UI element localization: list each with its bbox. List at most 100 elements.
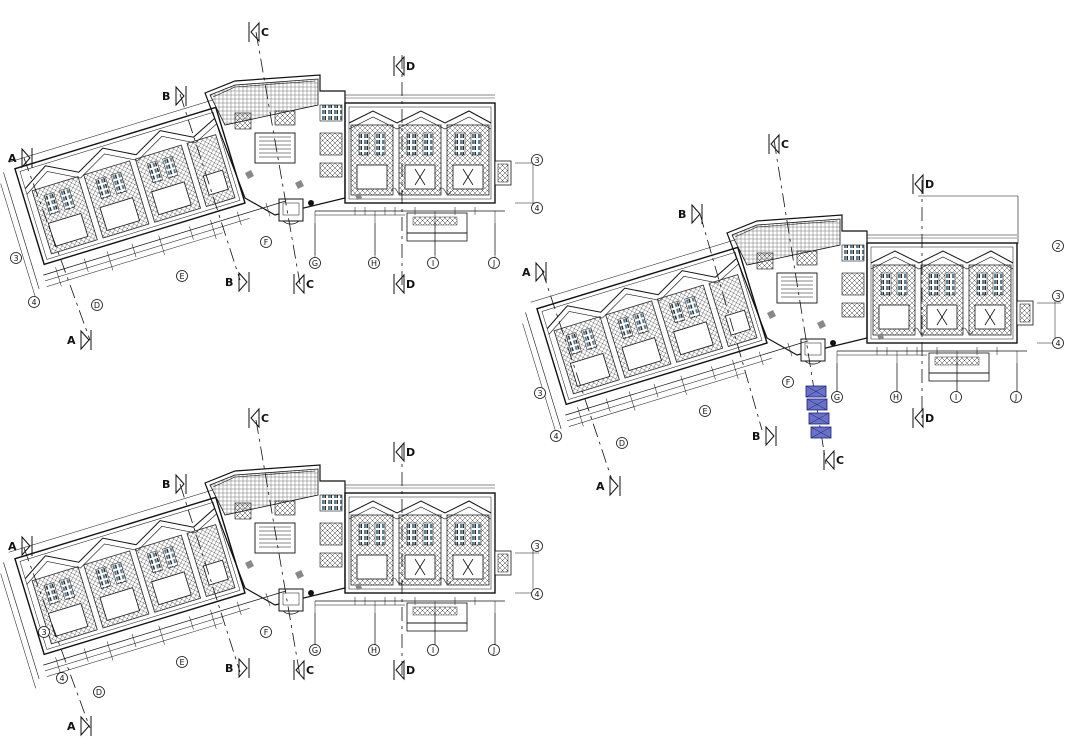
grid-bubble-label: 4: [1055, 339, 1060, 348]
section-mark-b: B: [678, 203, 703, 225]
section-mark-d: D: [912, 173, 934, 195]
section-mark-b: B: [225, 271, 250, 293]
grid-bubble-d: D: [616, 437, 628, 449]
section-mark-d: D: [393, 659, 415, 681]
section-mark-a: A: [596, 475, 621, 497]
section-mark-label: C: [836, 454, 844, 467]
section-mark-label: A: [8, 152, 17, 165]
grid-bubble-f: F: [260, 236, 272, 248]
section-mark-label: C: [781, 138, 789, 151]
section-mark-label: A: [596, 480, 605, 493]
grid-bubble-label: 3: [534, 542, 539, 551]
grid-bubble-n3: 3: [10, 252, 22, 264]
grid-bubble-label: E: [179, 272, 184, 281]
grid-bubble-label: I: [955, 393, 957, 402]
section-mark-label: D: [406, 446, 415, 459]
grid-bubble-label: F: [264, 628, 269, 637]
grid-bubble-n3: 3: [1052, 290, 1064, 302]
grid-bubble-label: G: [834, 393, 840, 402]
grid-bubble-label: 3: [537, 389, 542, 398]
section-mark-label: B: [225, 662, 233, 675]
section-mark-a: A: [67, 329, 92, 351]
grid-bubble-label: 4: [31, 298, 36, 307]
section-mark-c: C: [823, 449, 844, 471]
grid-bubble-label: 4: [534, 204, 539, 213]
section-mark-c: C: [768, 133, 789, 155]
plan-bottom-left: [0, 419, 540, 729]
grid-bubble-label: 4: [553, 432, 558, 441]
grid-bubble-j: J: [1010, 391, 1022, 403]
section-mark-b: B: [162, 85, 187, 107]
section-mark-label: A: [67, 334, 76, 347]
grid-bubble-label: 4: [534, 590, 539, 599]
grid-bubble-e: E: [176, 270, 188, 282]
section-marks: C B A D B C D A C B A D B C D A C B A D B C D A: [8, 21, 934, 737]
grid-bubble-label: 3: [1055, 292, 1060, 301]
section-mark-label: B: [225, 276, 233, 289]
section-mark-b: B: [162, 473, 187, 495]
section-mark-label: C: [306, 664, 314, 677]
section-mark-label: D: [925, 178, 934, 191]
grid-bubble-label: D: [94, 301, 100, 310]
grid-bubble-label: 3: [534, 156, 539, 165]
section-mark-label: A: [67, 720, 76, 733]
grid-bubble-label: F: [786, 378, 791, 387]
section-mark-label: D: [925, 412, 934, 425]
grid-bubble-label: J: [492, 259, 495, 268]
section-mark-label: B: [162, 478, 170, 491]
grid-bubble-label: 3: [13, 254, 18, 263]
grid-bubble-label: H: [371, 646, 377, 655]
grid-bubble-label: E: [702, 407, 707, 416]
grid-bubble-e: E: [699, 405, 711, 417]
section-mark-a: A: [67, 715, 92, 737]
section-mark-c: C: [293, 659, 314, 681]
highlighted-tiles: [805, 385, 832, 439]
grid-bubble-h: H: [368, 644, 380, 656]
grid-bubble-n4: 4: [550, 430, 562, 442]
grid-bubble-n3: 3: [38, 626, 50, 638]
grid-bubble-g: G: [309, 257, 321, 269]
section-mark-label: B: [752, 430, 760, 443]
grid-bubble-n2: 2: [1052, 240, 1064, 252]
grid-bubble-f: F: [260, 626, 272, 638]
section-mark-label: D: [406, 60, 415, 73]
section-mark-c: C: [293, 273, 314, 295]
grid-bubble-n3: 3: [531, 154, 543, 166]
grid-bubble-i: I: [950, 391, 962, 403]
grid-bubble-label: I: [432, 259, 434, 268]
section-mark-d: D: [393, 55, 415, 77]
grid-bubble-n4: 4: [1052, 337, 1064, 349]
grid-bubble-i: I: [427, 257, 439, 269]
grid-bubble-j: J: [488, 257, 500, 269]
section-mark-label: D: [406, 664, 415, 677]
section-mark-c: C: [248, 21, 269, 43]
grid-bubble-label: D: [619, 439, 625, 448]
grid-bubble-g: G: [831, 391, 843, 403]
grid-bubble-label: J: [492, 646, 495, 655]
grid-bubble-label: J: [1014, 393, 1017, 402]
grid-bubble-label: F: [264, 238, 269, 247]
grid-bubble-label: G: [312, 259, 318, 268]
grid-bubble-n3: 3: [534, 387, 546, 399]
grid-bubble-n4: 4: [28, 296, 40, 308]
section-mark-a: A: [8, 535, 33, 557]
grid-bubble-d: D: [91, 299, 103, 311]
grid-bubble-j: J: [488, 644, 500, 656]
section-mark-a: A: [8, 147, 33, 169]
section-mark-label: A: [522, 266, 531, 279]
grid-bubble-label: 3: [41, 628, 46, 637]
plan-top-left: [0, 31, 540, 341]
grid-bubble-label: H: [893, 393, 899, 402]
grid-bubble-label: H: [371, 259, 377, 268]
section-mark-label: C: [261, 26, 269, 39]
section-mark-label: C: [261, 412, 269, 425]
grid-bubble-n3: 3: [531, 540, 543, 552]
section-mark-d: D: [912, 407, 934, 429]
grid-bubble-label: 4: [59, 674, 64, 683]
grid-bubble-n4: 4: [531, 202, 543, 214]
grid-bubble-label: E: [179, 658, 184, 667]
section-mark-b: B: [225, 657, 250, 679]
section-mark-label: A: [8, 540, 17, 553]
section-mark-c: C: [248, 407, 269, 429]
